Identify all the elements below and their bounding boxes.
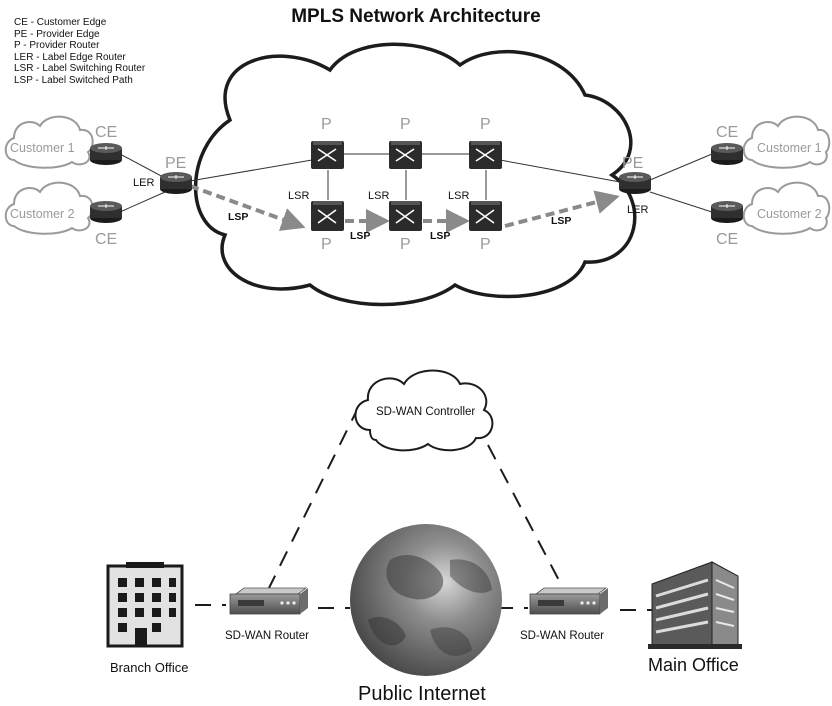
p-switch-top-1 [311, 141, 344, 169]
customer-cloud-2-right [742, 181, 831, 235]
sdwan-router-left-icon [229, 587, 308, 615]
ce-router-left-1 [90, 143, 122, 165]
pe-router-left [160, 172, 192, 194]
p-switch-bottom-1 [311, 201, 344, 231]
legend-item: CE - Customer Edge [14, 17, 107, 28]
lsr-label: LSR [288, 190, 310, 202]
legend-item: PE - Provider Edge [14, 28, 100, 40]
lsp-path [189, 184, 620, 233]
lsp-label: LSP [551, 215, 572, 227]
p-label: P [400, 236, 411, 253]
p-label: P [480, 236, 491, 253]
branch-office-label: Branch Office [110, 660, 189, 675]
legend-item: LER - Label Edge Router [14, 51, 126, 63]
lsp-label: LSP [430, 230, 451, 242]
ce-router-left-2 [90, 201, 122, 223]
legend: CE - Customer Edge PE - Provider Edge P … [14, 17, 145, 87]
customer-label: Customer 1 [10, 141, 75, 155]
ce-router-right-1 [711, 143, 743, 165]
pe-label: PE [165, 155, 187, 172]
p-switch-top-3 [469, 141, 502, 169]
customer-cloud-1-right [742, 115, 831, 169]
lsp-label: LSP [228, 211, 249, 223]
customer-label: Customer 2 [757, 207, 822, 221]
p-switch-top-2 [389, 141, 422, 169]
ce-label: CE [95, 124, 118, 141]
sdwan-controller-label: SD-WAN Controller [376, 406, 476, 418]
p-switch-bottom-2 [389, 201, 422, 231]
mpls-links [119, 153, 713, 213]
lsr-label: LSR [448, 190, 470, 202]
diagram-title: MPLS Network Architecture [291, 6, 541, 27]
legend-item: P - Provider Router [14, 40, 100, 52]
p-label: P [321, 236, 332, 253]
main-office-building-icon [648, 561, 742, 649]
customer-cloud-1-left [4, 115, 94, 169]
p-switch-bottom-3 [469, 201, 502, 231]
sdwan-router-right-label: SD-WAN Router [520, 630, 604, 642]
customer-label: Customer 1 [757, 141, 822, 155]
legend-item: LSP - Label Switched Path [14, 74, 133, 86]
public-internet-label: Public Internet [358, 683, 486, 705]
ce-label: CE [716, 124, 739, 141]
p-label: P [400, 116, 411, 133]
sdwan-links [195, 411, 652, 611]
customer-cloud-2-left [4, 181, 94, 235]
ce-label: CE [716, 231, 739, 248]
p-label: P [480, 116, 491, 133]
mpls-provider-cloud [193, 42, 637, 307]
ce-label: CE [95, 231, 118, 248]
lsr-label: LSR [368, 190, 390, 202]
sdwan-controller-cloud [354, 369, 494, 452]
sdwan-router-left-label: SD-WAN Router [225, 630, 309, 642]
p-label: P [321, 116, 332, 133]
branch-office-building-icon [106, 562, 184, 648]
ce-router-right-2 [711, 201, 743, 223]
customer-label: Customer 2 [10, 207, 75, 221]
public-internet-globe-icon [350, 524, 502, 676]
sdwan-router-right-icon [529, 587, 608, 615]
legend-item: LSR - Label Switching Router [14, 63, 146, 75]
ler-label: LER [627, 204, 649, 216]
pe-router-right [619, 172, 651, 194]
main-office-label: Main Office [648, 655, 739, 675]
ler-label: LER [133, 177, 155, 189]
lsp-label: LSP [350, 230, 371, 242]
pe-label: PE [622, 155, 644, 172]
